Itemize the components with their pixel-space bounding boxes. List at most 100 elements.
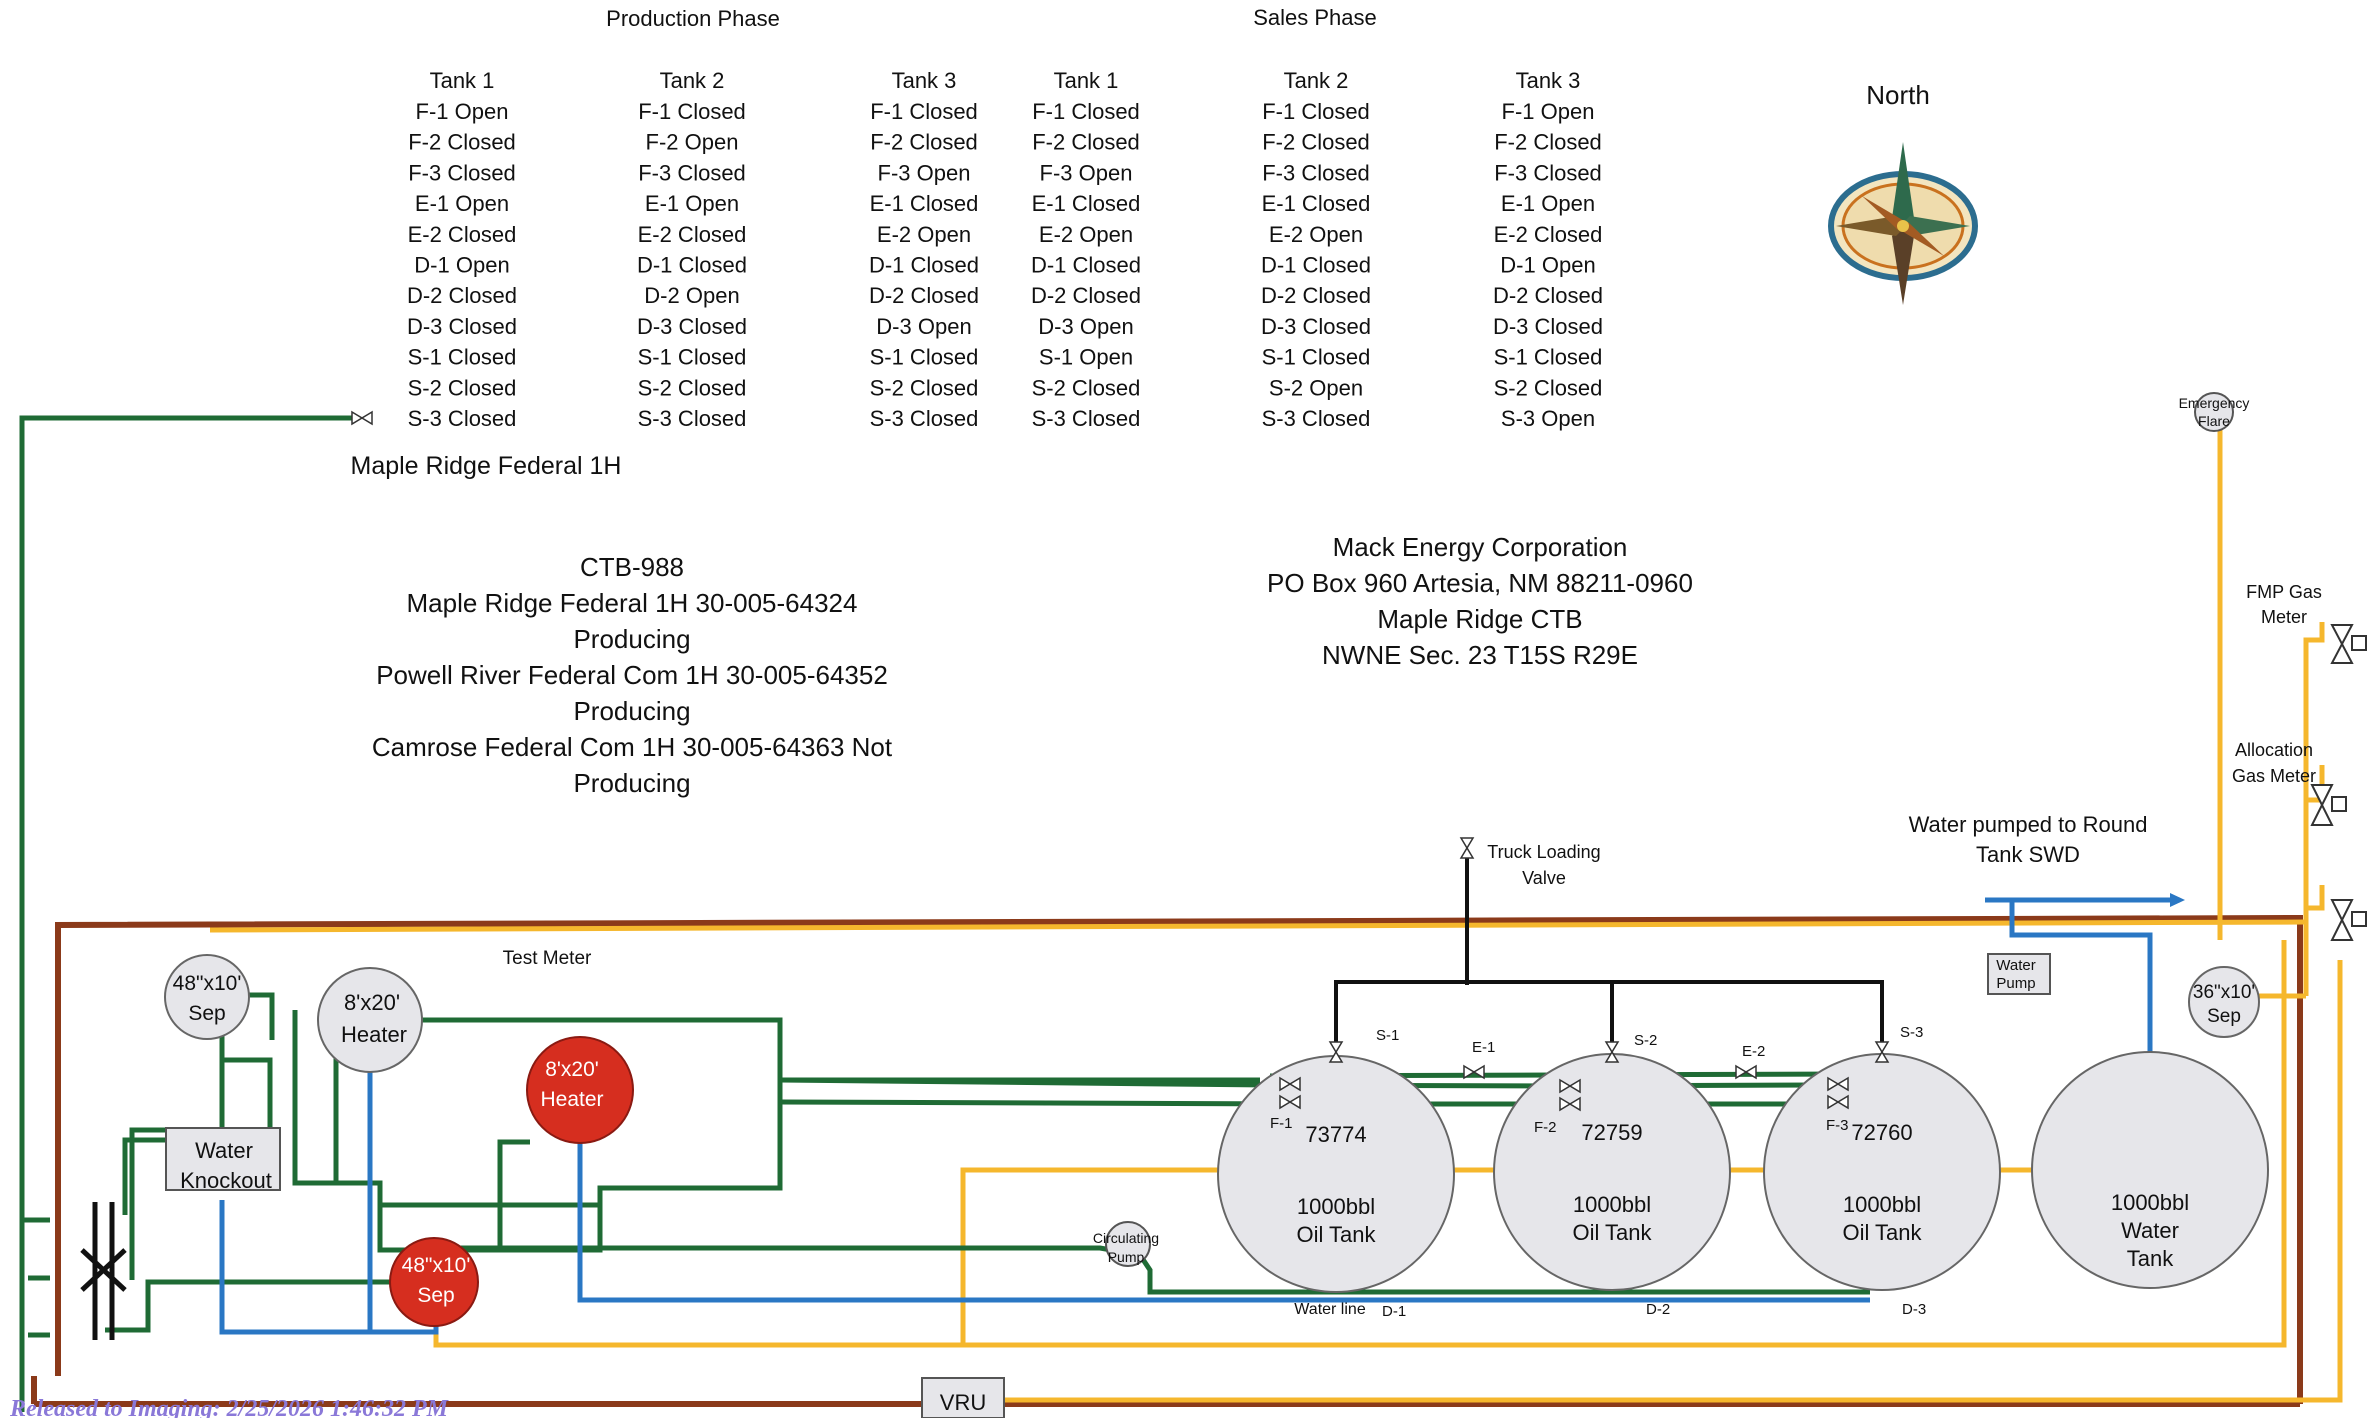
water-knockout: Water Knockout	[165, 1127, 281, 1193]
valve-state-item: D-3 Open	[876, 314, 971, 339]
valve-icon	[1559, 1096, 1581, 1112]
valve-state-item: D-1 Open	[414, 253, 509, 278]
valve-icon	[1279, 1094, 1301, 1110]
valve-icon	[1735, 1064, 1757, 1080]
svg-text:Knockout: Knockout	[180, 1168, 272, 1193]
compass-rose-icon	[1828, 142, 1978, 305]
emergency-flare: Emergency Flare	[2179, 392, 2249, 432]
svg-text:36"x10': 36"x10'	[2193, 982, 2255, 1003]
valve-state-item: S-3 Open	[1501, 406, 1595, 431]
vru-unit: VRU	[921, 1377, 1005, 1418]
valve-state-item: F-1 Open	[1502, 99, 1595, 124]
well-name-label: Maple Ridge Federal 1H	[351, 452, 622, 480]
valve-state-item: E-2 Closed	[1494, 222, 1603, 247]
valve-state-item: F-2 Closed	[1262, 130, 1370, 155]
d3-label: D-3	[1902, 1301, 1926, 1318]
valve-table-header: Tank 2	[660, 68, 725, 93]
f2-label: F-2	[1534, 1119, 1557, 1136]
valve-icon	[1827, 1094, 1849, 1110]
valve-state-item: E-2 Open	[877, 222, 971, 247]
valve-icon	[1463, 1064, 1485, 1080]
e1-label: E-1	[1472, 1039, 1495, 1056]
water-pumped-label: Water pumped to Round	[1909, 812, 2148, 837]
svg-text:Water: Water	[195, 1138, 253, 1163]
valve-state-item: S-3 Closed	[1262, 406, 1371, 431]
facility-line: Producing	[573, 696, 690, 726]
company-line: PO Box 960 Artesia, NM 88211-0960	[1267, 568, 1693, 598]
allocation-meter-label-2: Gas Meter	[2232, 766, 2316, 786]
facility-line: Maple Ridge Federal 1H 30-005-64324	[407, 588, 858, 618]
valve-state-item: D-2 Closed	[1261, 283, 1371, 308]
valve-state-item: F-1 Closed	[870, 99, 978, 124]
valve-state-item: D-3 Open	[1038, 314, 1133, 339]
separator-48x10-red: 48"x10' Sep	[389, 1237, 479, 1327]
valve-state-item: D-2 Closed	[869, 283, 979, 308]
svg-text:Sep: Sep	[2207, 1006, 2241, 1027]
svg-text:Flare: Flare	[2198, 413, 2230, 429]
tank-type: Oil Tank	[1296, 1222, 1376, 1247]
valve-table-header: Tank 2	[1284, 68, 1349, 93]
valve-state-item: D-3 Closed	[637, 314, 747, 339]
release-stamp: Released to Imaging: 2/25/2026 1:46:32 P…	[9, 1396, 450, 1418]
valve-state-item: S-1 Open	[1039, 345, 1133, 370]
svg-text:Pump: Pump	[1108, 1249, 1145, 1265]
svg-text:8'x20': 8'x20'	[545, 1058, 599, 1081]
valve-state-item: S-1 Closed	[408, 345, 517, 370]
valve-table-header: Tank 1	[430, 68, 495, 93]
valve-symbols	[351, 410, 1890, 1112]
d1-label: D-1	[1382, 1303, 1406, 1320]
tank-type: Water	[2121, 1218, 2179, 1243]
valve-icon	[351, 410, 373, 426]
valve-state-item: F-1 Closed	[638, 99, 746, 124]
valve-state-item: F-1 Closed	[1262, 99, 1370, 124]
tank-type: Oil Tank	[1842, 1220, 1922, 1245]
production-phase-title: Production Phase	[606, 6, 780, 31]
containment-berm	[31, 914, 2303, 1407]
valve-state-item: S-2 Closed	[870, 375, 979, 400]
valve-state-item: D-3 Closed	[1261, 314, 1371, 339]
gas-meter-3-icon	[2330, 899, 2367, 941]
water-lines	[219, 897, 2180, 1335]
fmp-gas-meter-label-2: Meter	[2261, 607, 2307, 627]
tank-type-2: Tank	[2127, 1246, 2174, 1271]
sales-valve-icon	[1459, 837, 1475, 859]
valve-state-item: F-3 Open	[878, 160, 971, 185]
heater-8x20-gray: 8'x20' Heater	[317, 967, 423, 1073]
separator-36x10: 36"x10' Sep	[2188, 966, 2260, 1038]
svg-text:Water: Water	[1996, 957, 2035, 974]
fmp-gas-meter-icon	[2330, 624, 2367, 664]
valve-icon	[1279, 1076, 1301, 1092]
facility-line: Producing	[573, 624, 690, 654]
valve-state-item: E-1 Open	[1501, 191, 1595, 216]
valve-state-item: S-2 Closed	[1032, 375, 1141, 400]
valve-state-item: S-1 Closed	[870, 345, 979, 370]
facility-line: Powell River Federal Com 1H 30-005-64352	[376, 660, 888, 690]
svg-text:Pump: Pump	[1996, 975, 2035, 992]
s2-label: S-2	[1634, 1032, 1657, 1049]
valve-state-item: F-1 Closed	[1032, 99, 1140, 124]
water-arrow-icon	[2170, 893, 2185, 907]
valve-state-item: S-3 Closed	[408, 406, 517, 431]
valve-state-item: D-2 Closed	[407, 283, 517, 308]
tank-size: 1000bbl	[2111, 1190, 2189, 1215]
valve-state-item: E-2 Open	[1269, 222, 1363, 247]
e2-label: E-2	[1742, 1043, 1765, 1060]
tank-number: 73774	[1305, 1122, 1366, 1147]
valve-state-item: D-3 Closed	[1493, 314, 1603, 339]
svg-text:Sep: Sep	[188, 1002, 225, 1025]
valve-state-item: E-2 Closed	[408, 222, 517, 247]
f1-label: F-1	[1270, 1115, 1293, 1132]
valve-state-item: D-2 Closed	[1493, 283, 1603, 308]
valve-state-item: F-3 Closed	[1262, 160, 1370, 185]
valve-state-item: S-2 Closed	[408, 375, 517, 400]
